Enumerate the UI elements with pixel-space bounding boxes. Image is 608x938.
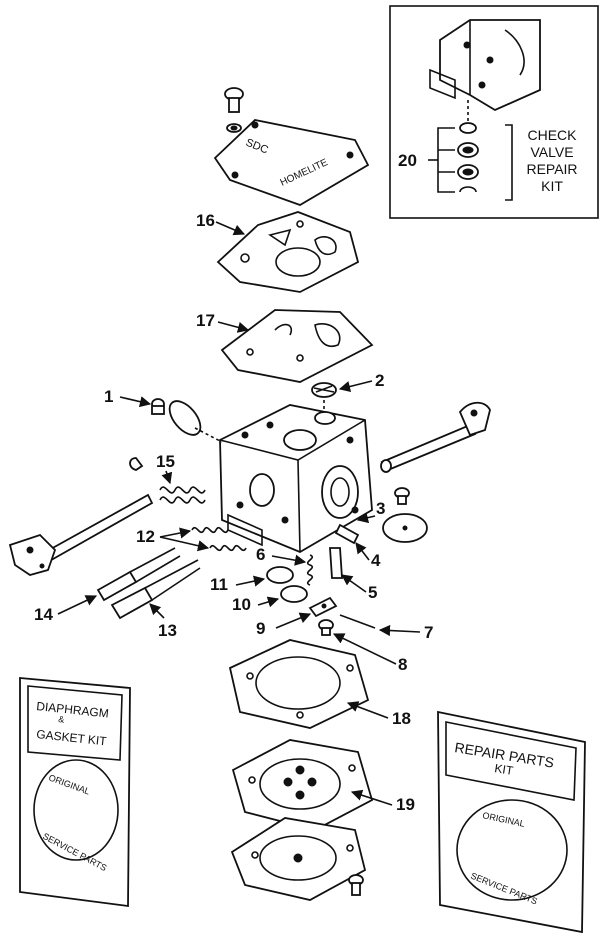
callout-11: 11 — [210, 575, 228, 594]
part-6-spring: 6 — [256, 545, 314, 586]
throttle-shaft — [8, 457, 154, 576]
gasket-16: 16 — [196, 211, 360, 293]
callout-16: 16 — [196, 211, 215, 230]
part-10-disc: 10 — [232, 585, 308, 614]
callout-12: 12 — [136, 527, 155, 546]
callout-1: 1 — [104, 387, 113, 406]
part-9-lever: 9 — [256, 596, 338, 638]
callout-3: 3 — [376, 499, 385, 518]
callout-20: 20 — [398, 151, 417, 170]
inset-label-line-3: REPAIR — [526, 161, 577, 177]
callout-2: 2 — [375, 371, 384, 390]
part-4-needle-valve: 4 — [334, 523, 381, 570]
callout-13: 13 — [158, 621, 177, 640]
inset-label-line-4: KIT — [541, 178, 563, 194]
part-1-throttle-plate: 1 — [104, 387, 223, 443]
callout-15: 15 — [156, 452, 175, 471]
callout-17: 17 — [196, 311, 215, 330]
choke-shaft — [380, 401, 491, 473]
callout-6: 6 — [256, 545, 265, 564]
repair-parts-kit-card: REPAIR PARTS KIT ORIGINAL SERVICE PARTS — [437, 710, 586, 934]
callout-9: 9 — [256, 619, 265, 638]
cover-screw — [224, 87, 244, 133]
callout-4: 4 — [371, 551, 381, 570]
gasket-17: 17 — [196, 309, 374, 383]
callout-10: 10 — [232, 595, 251, 614]
cover-plate: SDC HOMELITE — [213, 119, 370, 206]
callout-5: 5 — [368, 583, 377, 602]
carburetor-body — [219, 404, 373, 554]
part-5-spring-lever: 5 — [329, 547, 377, 602]
part-13-needle: 13 — [110, 559, 201, 640]
part-2-screen: 2 — [311, 371, 384, 420]
gasket-18: 18 — [228, 639, 411, 729]
callout-8: 8 — [398, 655, 407, 674]
part-3-plug: 3 — [356, 487, 428, 543]
callout-7: 7 — [424, 623, 433, 642]
part-14-needle: 14 — [34, 547, 181, 624]
callout-14: 14 — [34, 605, 53, 624]
part-15-spring: 15 — [156, 452, 206, 504]
diaphragm-19: 19 — [231, 739, 415, 831]
part-12-springs: 12 — [136, 526, 247, 552]
check-valve-inset: 20 CHECK VALVE REPAIR KIT — [389, 5, 599, 219]
bottom-cover — [230, 817, 367, 901]
part-7-pin: 7 — [339, 614, 433, 642]
callout-18: 18 — [392, 709, 411, 728]
part-8-screw: 8 — [318, 619, 407, 674]
part-11-disc: 11 — [210, 566, 294, 594]
kit-right-title-2: KIT — [494, 761, 515, 778]
kit-left-title-2: & — [58, 714, 65, 725]
diaphragm-gasket-kit-card: DIAPHRAGM & GASKET KIT ORIGINAL SERVICE … — [19, 677, 131, 908]
callout-19: 19 — [396, 795, 415, 814]
inset-label-line-2: VALVE — [530, 144, 573, 160]
inset-label-line-1: CHECK — [527, 127, 577, 143]
